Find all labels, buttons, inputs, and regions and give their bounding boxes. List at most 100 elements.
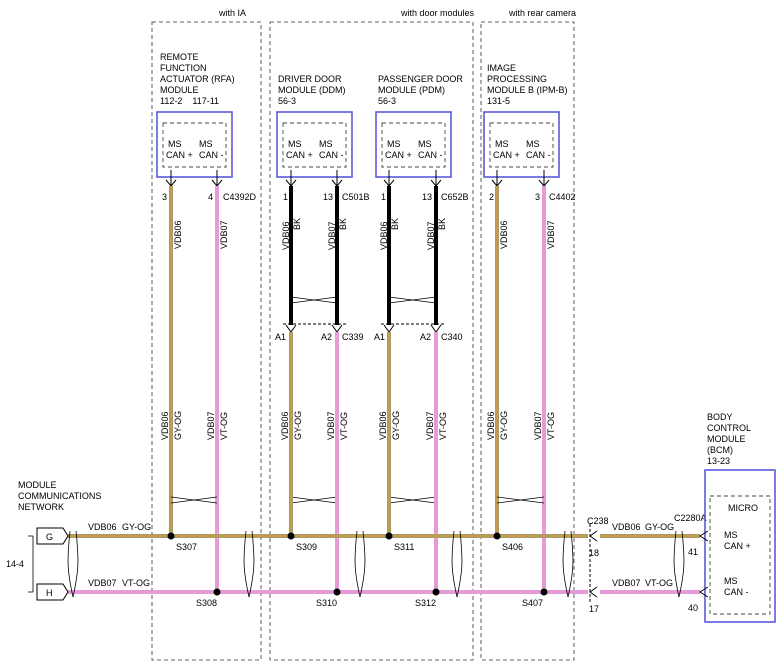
ddm-module-title: DRIVER DOOR MODULE (DDM) 56-3 (278, 74, 346, 106)
region-door-label: with door modules (400, 8, 475, 18)
svg-text:VT-OG: VT-OG (219, 412, 229, 440)
svg-text:MODULE (PDM): MODULE (PDM) (378, 85, 445, 95)
twist-symbols (170, 296, 545, 504)
rfa-pin-minus: 4 (208, 192, 213, 202)
ddm-lower-pin-plus: A1 (275, 332, 286, 342)
ipm-module-title: IMAGE PROCESSING MODULE B (IPM-B) 131-5 (487, 63, 568, 106)
svg-text:VDB07: VDB07 (326, 411, 336, 440)
svg-text:VDB07: VDB07 (533, 411, 543, 440)
svg-text:GY-OG: GY-OG (499, 411, 509, 440)
region-ia (151, 21, 262, 661)
svg-text:VDB06: VDB06 (499, 220, 509, 249)
rfa-module-title: REMOTE FUNCTION ACTUATOR (RFA) MODULE 11… (160, 52, 235, 106)
svg-text:GY-OG: GY-OG (173, 411, 183, 440)
splice-s311: S311 (394, 542, 414, 552)
splice-s307: S307 (176, 542, 197, 552)
svg-text:H: H (46, 588, 53, 598)
ddm-connector: C501B (342, 192, 370, 202)
svg-text:BK: BK (390, 218, 400, 230)
svg-text:MODULE B (IPM-B): MODULE B (IPM-B) (487, 85, 568, 95)
c340-label: C340 (441, 332, 463, 342)
svg-text:MODULE: MODULE (18, 480, 57, 490)
c238-pin-18: 18 (589, 548, 599, 558)
svg-text:PROCESSING: PROCESSING (487, 74, 547, 84)
svg-text:56-3: 56-3 (278, 96, 296, 106)
svg-text:MS: MS (319, 139, 333, 149)
bcm-module-box: MICRO MS CAN + MS CAN - (704, 469, 776, 623)
svg-text:BK: BK (338, 218, 348, 230)
svg-text:GY-OG: GY-OG (293, 411, 303, 440)
svg-text:CAN -: CAN - (724, 587, 749, 597)
svg-text:MS: MS (288, 139, 302, 149)
pdm-lower-pin-minus: A2 (420, 332, 431, 342)
svg-text:VDB06: VDB06 (281, 221, 291, 250)
svg-text:VDB06: VDB06 (173, 220, 183, 249)
splice-s310: S310 (316, 598, 337, 608)
svg-text:56-3: 56-3 (378, 96, 396, 106)
c339-label: C339 (342, 332, 364, 342)
right-plus-color: GY-OG (645, 522, 674, 532)
svg-text:VDB07: VDB07 (426, 221, 436, 250)
svg-text:CAN -: CAN - (199, 150, 224, 160)
svg-text:CAN +: CAN + (385, 150, 412, 160)
svg-text:112-2 117-11: 112-2 117-11 (160, 96, 219, 106)
svg-text:MS: MS (387, 139, 401, 149)
svg-text:VDB06: VDB06 (160, 411, 170, 440)
svg-text:CAN -: CAN - (526, 150, 551, 160)
svg-text:VDB07: VDB07 (546, 220, 556, 249)
c238-pin-17: 17 (589, 604, 599, 614)
svg-text:VDB06: VDB06 (379, 221, 389, 250)
region-rear-camera (480, 21, 575, 661)
network-title: MODULE COMMUNICATIONS NETWORK (18, 480, 101, 512)
right-plus-circuit: VDB06 (612, 522, 641, 532)
svg-text:FUNCTION: FUNCTION (160, 63, 207, 73)
pdm-connector: C652B (441, 192, 469, 202)
svg-text:13-23: 13-23 (707, 456, 730, 466)
svg-text:VDB06: VDB06 (378, 411, 388, 440)
region-ia-label: with IA (218, 8, 246, 18)
c238-label: C238 (587, 516, 609, 526)
svg-text:VDB06: VDB06 (486, 411, 496, 440)
region-door-modules (269, 21, 474, 661)
pdm-module-title: PASSENGER DOOR MODULE (PDM) 56-3 (378, 74, 463, 106)
network-ref: 14-4 (6, 559, 24, 569)
bcm-module-title: BODY CONTROL MODULE (BCM) 13-23 (707, 412, 751, 466)
bus-twist-marks (67, 530, 685, 598)
top-connector-chevrons (165, 170, 550, 187)
svg-text:VT-OG: VT-OG (546, 412, 556, 440)
svg-text:NETWORK: NETWORK (18, 502, 64, 512)
ddm-lower-pin-minus: A2 (321, 332, 332, 342)
svg-text:VT-OG: VT-OG (438, 412, 448, 440)
svg-text:PASSENGER DOOR: PASSENGER DOOR (378, 74, 463, 84)
svg-text:REMOTE: REMOTE (160, 52, 199, 62)
svg-text:GY-OG: GY-OG (391, 411, 401, 440)
pdm-lower-pin-plus: A1 (374, 332, 385, 342)
c2280a-label: C2280A (674, 513, 707, 523)
rfa-pin-plus: 3 (162, 192, 167, 202)
right-minus-circuit: VDB07 (612, 578, 641, 588)
svg-text:BODY: BODY (707, 412, 733, 422)
svg-text:MS: MS (199, 139, 213, 149)
bcm-pin-40: 40 (688, 603, 698, 613)
svg-text:CAN +: CAN + (286, 150, 313, 160)
svg-text:CAN -: CAN - (319, 150, 344, 160)
rfa-connector: C4392D (223, 192, 257, 202)
svg-text:MS: MS (168, 139, 182, 149)
ddm-pin-plus: 1 (283, 192, 288, 202)
svg-text:MICRO: MICRO (728, 503, 758, 513)
right-minus-color: VT-OG (645, 578, 673, 588)
svg-text:CONTROL: CONTROL (707, 423, 751, 433)
svg-text:BK: BK (292, 218, 302, 230)
ipm-pin-minus: 3 (535, 192, 540, 202)
network-h-flag: H (36, 583, 69, 601)
svg-text:DRIVER DOOR: DRIVER DOOR (278, 74, 342, 84)
splice-s309: S309 (296, 542, 317, 552)
svg-text:MS: MS (418, 139, 432, 149)
splice-s312: S312 (415, 598, 436, 608)
